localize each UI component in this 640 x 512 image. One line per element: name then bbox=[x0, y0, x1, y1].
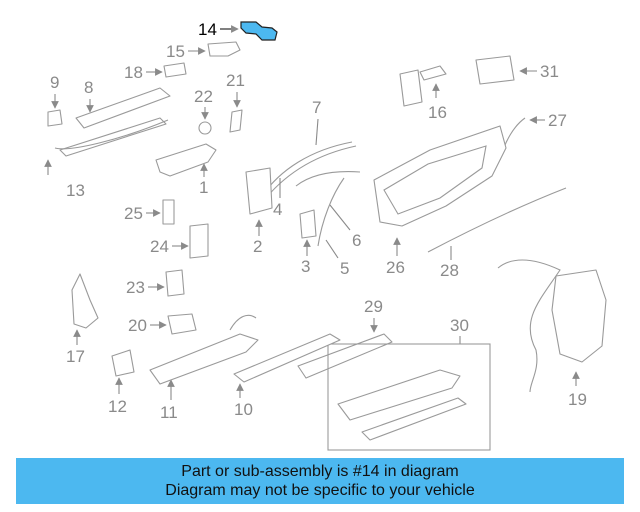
part-23 bbox=[165, 269, 185, 297]
label-19: 19 bbox=[568, 390, 587, 409]
part-5 bbox=[317, 177, 345, 247]
label-14: 14 bbox=[198, 20, 217, 39]
part-6 bbox=[295, 171, 361, 187]
part-15 bbox=[207, 41, 241, 57]
label-4: 4 bbox=[273, 200, 282, 219]
part-20 bbox=[167, 313, 197, 335]
part-12 bbox=[111, 349, 135, 377]
label-2: 2 bbox=[253, 237, 262, 256]
part-29 bbox=[297, 333, 393, 379]
label-7: 7 bbox=[312, 98, 321, 117]
part-2 bbox=[245, 167, 273, 215]
label-13: 13 bbox=[66, 181, 85, 200]
label-9: 9 bbox=[50, 73, 59, 92]
info-banner: Part or sub-assembly is #14 in diagram D… bbox=[16, 458, 624, 504]
part-16 bbox=[399, 69, 423, 107]
label-12: 12 bbox=[108, 397, 127, 416]
part-14-highlighted bbox=[240, 21, 278, 41]
label-18: 18 bbox=[124, 63, 143, 82]
label-26: 26 bbox=[386, 258, 405, 277]
part-31 bbox=[475, 55, 515, 85]
part-17 bbox=[71, 273, 99, 329]
label-20: 20 bbox=[128, 316, 147, 335]
part-10 bbox=[233, 333, 341, 383]
label-15: 15 bbox=[166, 42, 185, 61]
label-31: 31 bbox=[540, 62, 559, 81]
part-26 bbox=[373, 125, 507, 227]
part-30 bbox=[337, 369, 461, 421]
label-3: 3 bbox=[301, 257, 310, 276]
label-17: 17 bbox=[66, 347, 85, 366]
label-11: 11 bbox=[160, 403, 178, 422]
part-24 bbox=[189, 223, 209, 259]
label-25: 25 bbox=[124, 204, 143, 223]
banner-line-disclaimer: Diagram may not be specific to your vehi… bbox=[165, 482, 475, 499]
label-6: 6 bbox=[352, 231, 361, 250]
label-8: 8 bbox=[84, 78, 93, 97]
part-1 bbox=[155, 143, 217, 177]
part-30-box bbox=[327, 343, 491, 451]
label-10: 10 bbox=[234, 400, 253, 419]
label-22: 22 bbox=[194, 87, 213, 106]
part-3 bbox=[299, 209, 317, 239]
label-29: 29 bbox=[364, 297, 383, 316]
label-28: 28 bbox=[440, 261, 459, 280]
part-21 bbox=[229, 109, 243, 133]
label-16: 16 bbox=[428, 103, 447, 122]
part-19 bbox=[551, 269, 607, 363]
part-14-group[interactable]: 14 bbox=[198, 20, 278, 41]
label-5: 5 bbox=[340, 259, 349, 278]
part-22 bbox=[198, 121, 212, 135]
label-1: 1 bbox=[199, 178, 208, 197]
part-8 bbox=[75, 87, 171, 129]
part-25 bbox=[162, 199, 175, 225]
part-18 bbox=[163, 62, 187, 78]
label-23: 23 bbox=[126, 278, 145, 297]
label-30: 30 bbox=[450, 316, 469, 335]
label-24: 24 bbox=[150, 237, 169, 256]
part-11 bbox=[149, 333, 259, 385]
part-9 bbox=[47, 109, 63, 127]
banner-line-part-number: Part or sub-assembly is #14 in diagram bbox=[181, 463, 459, 480]
part-28 bbox=[427, 187, 567, 253]
label-27: 27 bbox=[548, 111, 567, 130]
label-21: 21 bbox=[226, 71, 245, 90]
